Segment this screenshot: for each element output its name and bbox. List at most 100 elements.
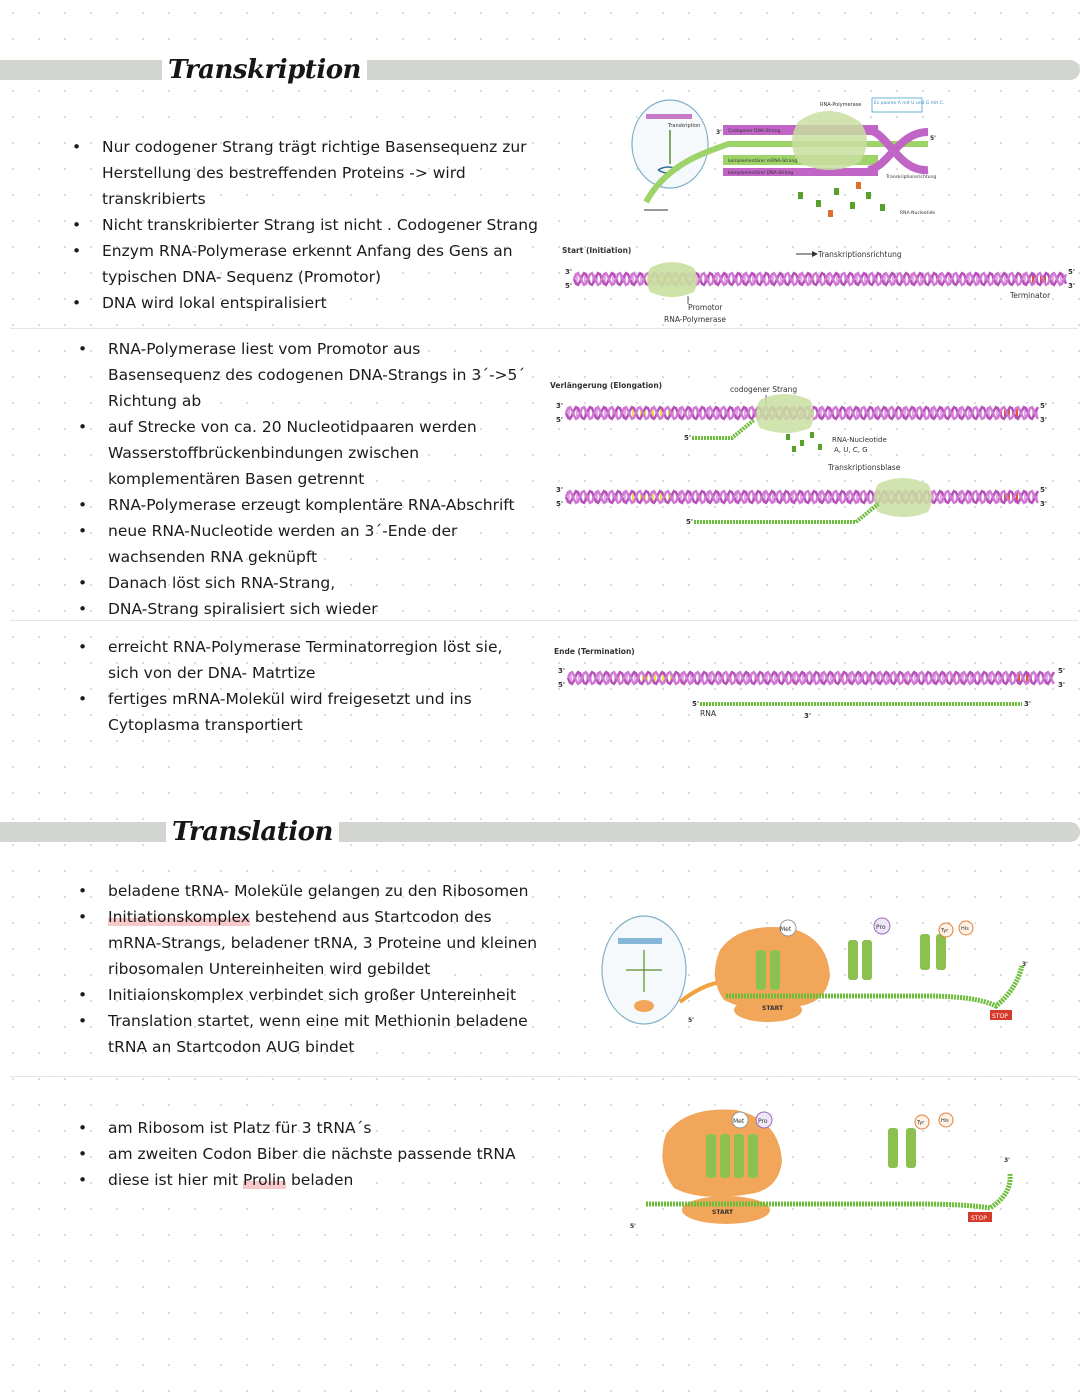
trna-group <box>756 934 946 990</box>
dna-backbone <box>564 489 1040 505</box>
bullet-text: beladene tRNA- Moleküle gelangen zu den … <box>108 882 529 900</box>
elongation-title: Verlängerung (Elongation) <box>550 381 662 390</box>
terminator-label: Terminator <box>1009 291 1051 300</box>
translation-initiation-figure: Met Pro Tyr His START STOP 3' 5' <box>596 910 1046 1032</box>
three-prime-label: 3' <box>804 712 811 720</box>
bullet-item: diese ist hier mit Prolin beladen <box>78 1167 526 1193</box>
transcription-initiation-list: Enzym RNA-Polymerase erkennt Anfang des … <box>72 238 540 316</box>
bubble-label: Transkriptionsblase <box>827 463 901 472</box>
bullet-text: bestehend aus Startcodon des mRNA-Strang… <box>108 908 538 978</box>
nucleotides-label: RNA-Nucleotide <box>832 436 887 444</box>
section-title-transcription: Transkription <box>162 53 367 87</box>
rna-label: RNA <box>700 709 717 718</box>
bullet-item: Enzym RNA-Polymerase erkennt Anfang des … <box>72 238 540 290</box>
direction-label: Transkriptionsrichtung <box>817 250 902 259</box>
stop-label: STOP <box>971 1215 987 1222</box>
pairing-note: Es paaren A mit U und G mit C. <box>874 100 944 106</box>
five-prime-label: 5' <box>686 518 693 526</box>
bullet-item: am Ribosom ist Platz für 3 tRNA´s <box>78 1115 526 1141</box>
three-prime-label: 3' <box>558 667 565 675</box>
transcription-termination-figure: Ende (Termination) 3' 5' 5' 3' 5' 3' RNA… <box>552 642 1072 724</box>
rna-polymerase-shape <box>756 394 814 433</box>
bullet-item: fertiges mRNA-Molekül wird freigesetzt u… <box>78 686 526 738</box>
codogen-label: codogener Strang <box>730 385 797 394</box>
mrna-label: komplementärer mRNA-Strang <box>728 158 797 164</box>
transcription-initiation-figure: Start (Initiation) Transkriptionsrichtun… <box>560 244 1075 326</box>
bullet-item: am zweiten Codon Biber die nächste passe… <box>78 1141 526 1167</box>
bullet-text: Initiaionskomplex verbindet sich großer … <box>108 986 517 1004</box>
five-prime-label: 5' <box>556 416 563 424</box>
five-prime-label: 5' <box>556 500 563 508</box>
free-nucleotides <box>786 432 822 452</box>
bullet-item: DNA-Strang spiralisiert sich wieder <box>78 596 536 622</box>
polymerase-label: RNA-Polymerase <box>664 315 726 324</box>
divider <box>10 1076 1078 1077</box>
bullet-item: Nur codogener Strang trägt richtige Base… <box>72 134 540 212</box>
promotor-label: Promotor <box>688 303 723 312</box>
five-prime-label: 5' <box>692 700 699 708</box>
bullet-text: am zweiten Codon Biber die nächste passe… <box>108 1145 516 1163</box>
translation-elongation-figure: Met Pro Tyr His START STOP 3' 5' <box>626 1094 1026 1234</box>
amino-acid-met <box>731 1111 749 1129</box>
five-prime-label: 5' <box>630 1223 636 1230</box>
initiation-title: Start (Initiation) <box>562 246 631 255</box>
polymerase-label: RNA-Polymerase <box>820 102 861 108</box>
compl-label: komplementärer DNA-Strang <box>728 170 793 176</box>
three-prime-label: 3' <box>1068 282 1075 290</box>
bullet-text: am Ribosom ist Platz für 3 tRNA´s <box>108 1119 372 1137</box>
section-band-translation <box>0 822 1080 842</box>
five-prime-label: 5' <box>1040 486 1047 494</box>
three-prime-label: 3' <box>1024 700 1031 708</box>
pro-label: Pro <box>876 924 886 931</box>
transcription-intro-list: Nur codogener Strang trägt richtige Base… <box>72 134 540 238</box>
dna-helix-end <box>866 126 929 174</box>
met-label: Met <box>733 1118 745 1125</box>
five-prime-label: 5' <box>565 282 572 290</box>
bullet-item: neue RNA-Nucleotide werden an 3´-Ende de… <box>78 518 536 570</box>
rna-polymerase-shape <box>792 111 867 170</box>
divider <box>10 620 1078 621</box>
stop-label: STOP <box>992 1013 1008 1020</box>
codogen-label: Codogener DNA-Strang <box>728 128 781 134</box>
bullet-text: diese ist hier mit <box>108 1171 243 1189</box>
amino-acid-tyr <box>938 922 954 938</box>
five-prime-label: 5' <box>930 135 936 142</box>
transcription-elongation-list: RNA-Polymerase liest vom Promotor aus Ba… <box>78 336 536 622</box>
amino-acid-his <box>938 1112 954 1128</box>
stop-badge <box>990 1010 1012 1020</box>
dna-backbone <box>566 670 1056 686</box>
trna-group <box>706 1128 916 1178</box>
tyr-label: Tyr <box>940 928 949 934</box>
dna-helix <box>566 670 1056 686</box>
met-label: Met <box>780 926 792 933</box>
bullet-item: Initiaionskomplex verbindet sich großer … <box>78 982 546 1008</box>
his-label: His <box>941 1118 949 1124</box>
free-nucleotides <box>798 182 885 217</box>
stop-badge <box>968 1212 992 1222</box>
rna-strand-1 <box>692 418 756 440</box>
three-prime-label: 3' <box>1058 681 1065 689</box>
three-prime-label: 3' <box>565 268 572 276</box>
bullet-item: erreicht RNA-Polymerase Terminatorregion… <box>78 634 526 686</box>
three-prime-label: 3' <box>1022 961 1028 968</box>
five-prime-label: 5' <box>1058 667 1065 675</box>
bullet-item: auf Strecke von ca. 20 Nucleotidpaaren w… <box>78 414 536 492</box>
bullet-text: Translation startet, wenn eine mit Methi… <box>108 1012 528 1056</box>
rna-strand-2 <box>694 502 880 524</box>
three-prime-label: 3' <box>1040 500 1047 508</box>
five-prime-label: 5' <box>1040 402 1047 410</box>
bullet-text: beladen <box>286 1171 354 1189</box>
tyr-label: Tyr <box>916 1120 925 1126</box>
amino-acid-pro <box>873 917 891 935</box>
bullet-item: DNA wird lokal entspiralisiert <box>72 290 540 316</box>
termination-title: Ende (Termination) <box>554 647 635 656</box>
rna-polymerase-shape <box>647 262 697 297</box>
five-prime-label: 5' <box>558 681 565 689</box>
bullet-item: Danach löst sich RNA-Strang, <box>78 570 536 596</box>
his-label: His <box>961 926 969 932</box>
start-label: START <box>712 1209 734 1216</box>
five-prime-label: 5' <box>688 1017 694 1024</box>
translation-initiation-list: beladene tRNA- Moleküle gelangen zu den … <box>78 878 546 1060</box>
divider <box>10 328 1078 329</box>
three-prime-label: 3' <box>1040 416 1047 424</box>
